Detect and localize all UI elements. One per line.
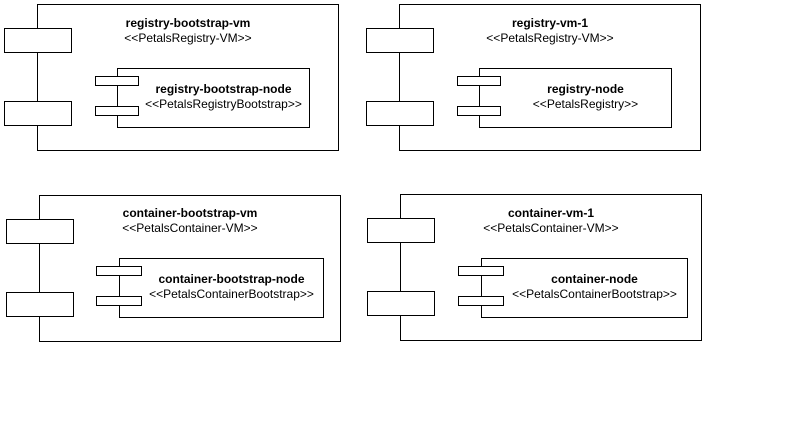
vm-stereotype: <<PetalsContainer-VM>> <box>483 221 619 235</box>
node-stereotype: <<PetalsRegistry>> <box>532 97 639 111</box>
vm-port-bottom <box>6 292 74 317</box>
vm-component-container-bootstrap[interactable]: container-bootstrap-vm <<PetalsContainer… <box>39 195 341 342</box>
vm-port-top <box>366 28 434 53</box>
vm-stereotype: <<PetalsRegistry-VM>> <box>486 31 614 45</box>
node-component-container[interactable]: container-node <<PetalsContainerBootstra… <box>481 258 688 318</box>
node-name: container-node <box>551 272 638 286</box>
node-port-bottom <box>457 106 501 116</box>
node-component-registry[interactable]: registry-node <<PetalsRegistry>> <box>479 68 672 128</box>
node-stereotype: <<PetalsContainerBootstrap>> <box>512 287 677 301</box>
node-component-container-bootstrap[interactable]: container-bootstrap-node <<PetalsContain… <box>119 258 324 318</box>
vm-component-registry-bootstrap[interactable]: registry-bootstrap-vm <<PetalsRegistry-V… <box>37 4 339 151</box>
node-port-top <box>458 266 504 276</box>
vm-name: registry-vm-1 <box>511 16 589 30</box>
node-stereotype: <<PetalsContainerBootstrap>> <box>149 287 314 301</box>
node-port-bottom <box>96 296 142 306</box>
vm-stereotype: <<PetalsContainer-VM>> <box>122 221 258 235</box>
vm-component-registry-1[interactable]: registry-vm-1 <<PetalsRegistry-VM>> regi… <box>399 4 701 151</box>
vm-name: registry-bootstrap-vm <box>125 16 251 30</box>
node-port-top <box>457 76 501 86</box>
vm-port-top <box>367 218 435 243</box>
vm-name: container-vm-1 <box>507 206 595 220</box>
vm-name: container-bootstrap-vm <box>122 206 258 220</box>
vm-port-bottom <box>366 101 434 126</box>
vm-port-top <box>4 28 72 53</box>
vm-component-container-1[interactable]: container-vm-1 <<PetalsContainer-VM>> co… <box>400 194 702 341</box>
vm-port-bottom <box>4 101 72 126</box>
node-name: container-bootstrap-node <box>158 272 305 286</box>
node-port-bottom <box>458 296 504 306</box>
vm-stereotype: <<PetalsRegistry-VM>> <box>124 31 252 45</box>
node-port-top <box>95 76 139 86</box>
node-name: registry-node <box>547 82 624 96</box>
vm-port-top <box>6 219 74 244</box>
node-stereotype: <<PetalsRegistryBootstrap>> <box>145 97 302 111</box>
node-port-top <box>96 266 142 276</box>
node-name: registry-bootstrap-node <box>155 82 292 96</box>
node-component-registry-bootstrap[interactable]: registry-bootstrap-node <<PetalsRegistry… <box>117 68 310 128</box>
vm-port-bottom <box>367 291 435 316</box>
node-port-bottom <box>95 106 139 116</box>
